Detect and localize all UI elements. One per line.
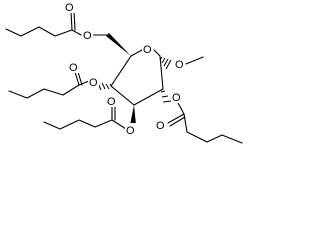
molecule-drawing: O O O O O O O O O O	[5, 0, 243, 144]
hash-c2-o2	[160, 90, 172, 103]
o4-ester-oxygen-label: O	[89, 77, 98, 89]
stereo-wedge-bonds	[106, 33, 136, 125]
o4-carbonyl-oxygen-label: O	[69, 62, 78, 74]
bond-c1-c2	[159, 55, 164, 90]
anomeric-oxygen-label: O	[175, 59, 184, 71]
bond-c2-c3	[133, 88, 164, 106]
structure-canvas: O O O O O O O O O O	[5, 0, 243, 144]
bond-c5-o5	[130, 49, 143, 57]
hash-c1-o1	[159, 56, 172, 70]
bond-o1-methyl	[185, 56, 204, 65]
o3-ester-oxygen-label: O	[126, 125, 135, 137]
wedge-c3-o3	[130, 105, 136, 125]
o2-carbonyl-oxygen-label: O	[156, 120, 165, 132]
pyranose-ring	[110, 49, 164, 106]
bond-o5-c1	[153, 49, 161, 57]
o2-ester-oxygen-label: O	[172, 92, 181, 104]
ring-oxygen-label: O	[143, 44, 152, 56]
atom-labels: O O O O O O O O O O	[64, 0, 185, 137]
o6-hexanoyl-chain	[5, 10, 108, 37]
o6-carbonyl-oxygen-label: O	[65, 2, 74, 14]
o6-ester-oxygen-label: O	[83, 30, 92, 42]
stereo-hash-bonds	[97, 56, 172, 103]
hash-c4-o4	[97, 82, 114, 91]
bond-c4-c5	[110, 55, 132, 87]
bond-c3-c4	[110, 85, 135, 106]
o3-carbonyl-oxygen-label: O	[107, 96, 116, 108]
o3-hexanoyl-chain	[43, 104, 127, 130]
o2-hexanoyl-chain	[167, 100, 243, 144]
wedge-c5-c6	[106, 33, 131, 56]
o4-hexanoyl-chain	[8, 71, 90, 99]
